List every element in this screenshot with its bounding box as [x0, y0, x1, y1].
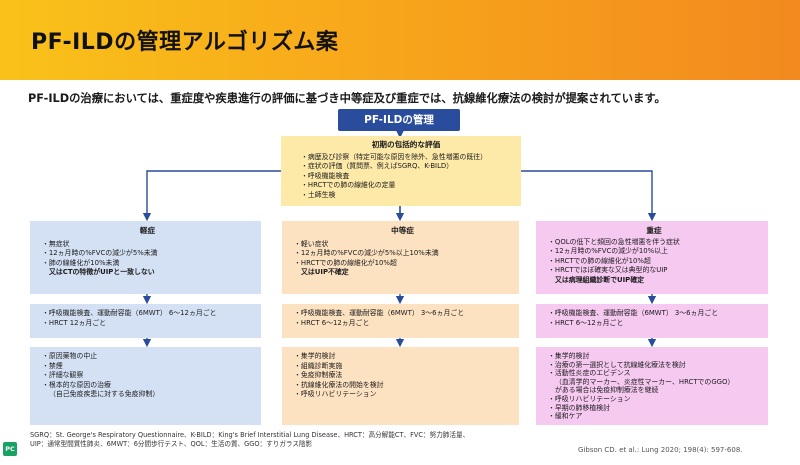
- list-item: ・肺の線維化が10%未満: [42, 258, 120, 267]
- list-item: ・呼吸機能検査: [301, 171, 350, 180]
- list-item: ・呼吸リハビリテーション: [548, 394, 631, 403]
- list-item: ・集学的検討: [294, 352, 336, 360]
- header-banner: PF-ILDの管理アルゴリズム案: [0, 0, 800, 80]
- severe-criteria-box: 重症 ・QOLの低下と頻回の急性増悪を伴う症状 ・12ヵ月時の%FVCの減少が1…: [536, 221, 768, 294]
- list-item: ・呼吸機能検査、運動耐容能（6MWT） 3〜6ヵ月ごと: [548, 309, 719, 317]
- lead-text: PF-ILDの治療においては、重症度や疾患進行の評価に基づき中等症及び重症では、…: [28, 92, 666, 105]
- list-item: がある場合は免疫抑制療法を継続: [555, 386, 659, 395]
- initial-assessment-list: ・病歴及び診察（特定可能な原因を除外、急性増悪の既往） ・症状の評価（質問票、例…: [301, 153, 511, 201]
- list-item: ・HRCTでほぼ確実な又は典型的なUIP: [548, 266, 668, 275]
- list-item: ・12ヵ月時の%FVCの減少が10%以上: [548, 247, 668, 256]
- mild-title: 軽症: [139, 226, 156, 235]
- list-item: ・早期の肺移植検討: [548, 403, 611, 412]
- moderate-monitoring-box: ・呼吸機能検査、運動耐容能（6MWT） 3〜6ヵ月ごと ・HRCT 6〜12ヵ月…: [282, 304, 519, 338]
- list-item: ・原因薬物の中止: [42, 352, 98, 360]
- list-item: ・土師生検: [301, 190, 336, 199]
- severe-title: 重症: [646, 226, 662, 235]
- list-item: ・組織診断実施: [294, 361, 343, 370]
- list-item: 又はCTの特徴がUIPと一致しない: [49, 268, 155, 277]
- mild-management-box: ・原因薬物の中止 ・禁煙 ・評細な観察 ・根本的な原因の治療 （自己免疫疾患に対…: [30, 347, 261, 425]
- list-item: ・活動性炎症のエビデンス: [548, 369, 631, 378]
- severe-management-box: ・集学的検討 ・治療の第一選択として抗線維化療法を検討 ・活動性炎症のエビデンス…: [536, 347, 768, 425]
- list-item: ・呼吸リハビリテーション: [294, 390, 377, 399]
- list-item: ・集学的検討: [548, 352, 590, 360]
- list-item: ・呼吸機能検査、運動耐容能（6MWT） 3〜6ヵ月ごと: [294, 309, 465, 317]
- list-item: （自己免疫疾患に対する免疫抑制）: [49, 390, 160, 399]
- mild-monitoring-box: ・呼吸機能検査、運動耐容能（6MWT） 6〜12ヵ月ごと ・HRCT 12ヵ月ご…: [30, 304, 261, 338]
- connector-left: [142, 170, 281, 222]
- list-item: ・12ヵ月時の%FVCの減少が5%未満: [42, 249, 158, 258]
- initial-assessment-title: 初期の包括的な評価: [371, 140, 441, 149]
- list-item: ・HRCT 6〜12ヵ月ごと: [294, 318, 370, 327]
- connector-right: [521, 170, 657, 222]
- list-item: ・HRCT 12ヵ月ごと: [42, 318, 107, 327]
- list-item: ・無症状: [42, 239, 70, 248]
- moderate-management-box: ・集学的検討 ・組織診断実施 ・免疫抑制療法 ・抗線維化療法の開始を検討 ・呼吸…: [282, 347, 519, 425]
- footnote-line: SGRQ：St. George's Respiratory Questionna…: [30, 431, 470, 439]
- citation: Gibson CD. et al.: Lung 2020; 198(4): 59…: [578, 446, 743, 454]
- list-item: ・12ヵ月時の%FVCの減少が5%以上10%未満: [294, 249, 439, 258]
- list-item: 又は病理組織診断でUIP確定: [555, 275, 645, 284]
- list-item: ・HRCTでの肺の線維化が10%超: [294, 258, 397, 267]
- abbreviation-footnote: SGRQ：St. George's Respiratory Questionna…: [30, 431, 590, 449]
- list-item: ・HRCTでの肺の線維化の定量: [301, 181, 396, 190]
- list-item: ・免疫抑制療法: [294, 371, 343, 380]
- footnote-line: UIP：通常型間質性肺炎、6MWT：6分間歩行テスト、QOL：生活の質、GGO：…: [30, 440, 313, 448]
- list-item: ・病歴及び診察（特定可能な原因を除外、急性増悪の既往）: [301, 152, 488, 161]
- mild-criteria-box: 軽症 ・無症状 ・12ヵ月時の%FVCの減少が5%未満 ・肺の線維化が10%未満…: [30, 221, 261, 294]
- initial-assessment-box: 初期の包括的な評価 ・病歴及び診察（特定可能な原因を除外、急性増悪の既往） ・症…: [281, 136, 521, 206]
- moderate-title: 中等症: [391, 226, 414, 235]
- root-node: PF-ILDの管理: [338, 109, 460, 131]
- moderate-criteria-box: 中等症 ・軽い症状 ・12ヵ月時の%FVCの減少が5%以上10%未満 ・HRCT…: [282, 221, 519, 294]
- list-item: ・QOLの低下と頻回の急性増悪を伴う症状: [548, 237, 680, 246]
- list-item: ・抗線維化療法の開始を検討: [294, 380, 384, 389]
- list-item: ・治療の第一選択として抗線維化療法を検討: [548, 360, 686, 369]
- list-item: ・根本的な原因の治療: [42, 380, 111, 389]
- severe-monitoring-box: ・呼吸機能検査、運動耐容能（6MWT） 3〜6ヵ月ごと ・HRCT 6〜12ヵ月…: [536, 304, 768, 338]
- list-item: ・症状の評価（質問票、例えばSGRQ、K-BILD）: [301, 162, 454, 171]
- list-item: ・緩和ケア: [548, 412, 583, 421]
- company-logo: PC: [3, 442, 17, 456]
- list-item: ・軽い症状: [294, 239, 329, 248]
- list-item: ・禁煙: [42, 361, 63, 370]
- list-item: 又はUIP不確定: [301, 268, 349, 277]
- page-title: PF-ILDの管理アルゴリズム案: [31, 30, 339, 55]
- list-item: ・HRCT 6〜12ヵ月ごと: [548, 318, 624, 327]
- list-item: ・呼吸機能検査、運動耐容能（6MWT） 6〜12ヵ月ごと: [42, 309, 217, 317]
- list-item: ・HRCTでの肺の線維化が10%超: [548, 256, 651, 265]
- list-item: ・評細な観察: [42, 371, 84, 380]
- list-item: （血清学的マーカー、炎症性マーカー、HRCTでのGGO）: [555, 377, 735, 386]
